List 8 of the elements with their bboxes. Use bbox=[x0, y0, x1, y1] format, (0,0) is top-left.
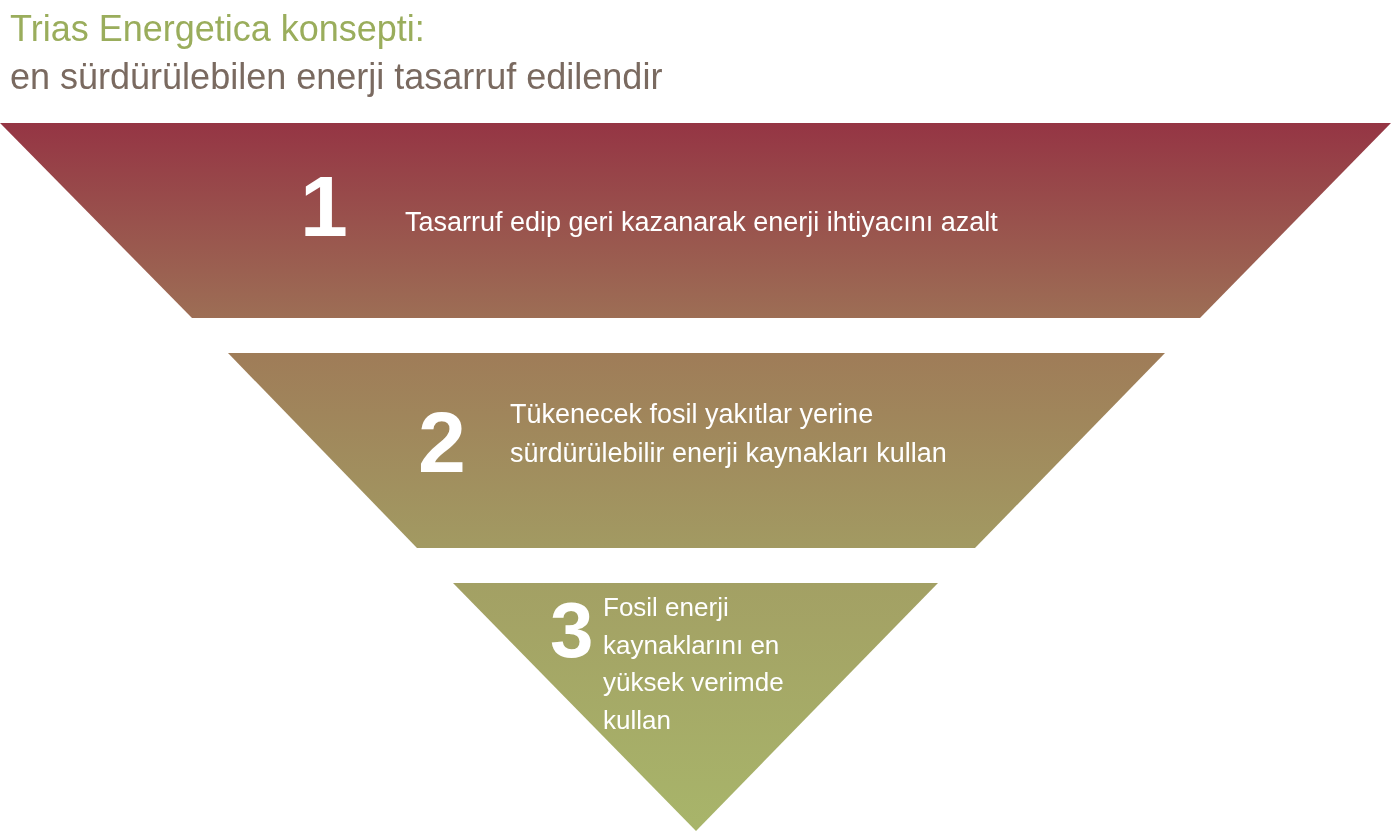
step-number: 1 bbox=[300, 163, 348, 249]
step-number: 2 bbox=[418, 399, 466, 485]
step-text: Tükenecek fosil yakıtlar yerine sürdürülebilir enerji kaynakları kullan bbox=[510, 398, 948, 471]
step-number: 3 bbox=[550, 591, 594, 669]
title: Trias Energetica konsepti: bbox=[10, 8, 425, 50]
step-text: Fosil enerji kaynaklarını en yüksek verimde kullan bbox=[603, 591, 785, 738]
subtitle: en sürdürülebilen enerji tasarruf edilendir bbox=[10, 56, 663, 98]
step-text: Tasarruf edip geri kazanarak enerji ihtiyacını azalt bbox=[405, 206, 999, 239]
